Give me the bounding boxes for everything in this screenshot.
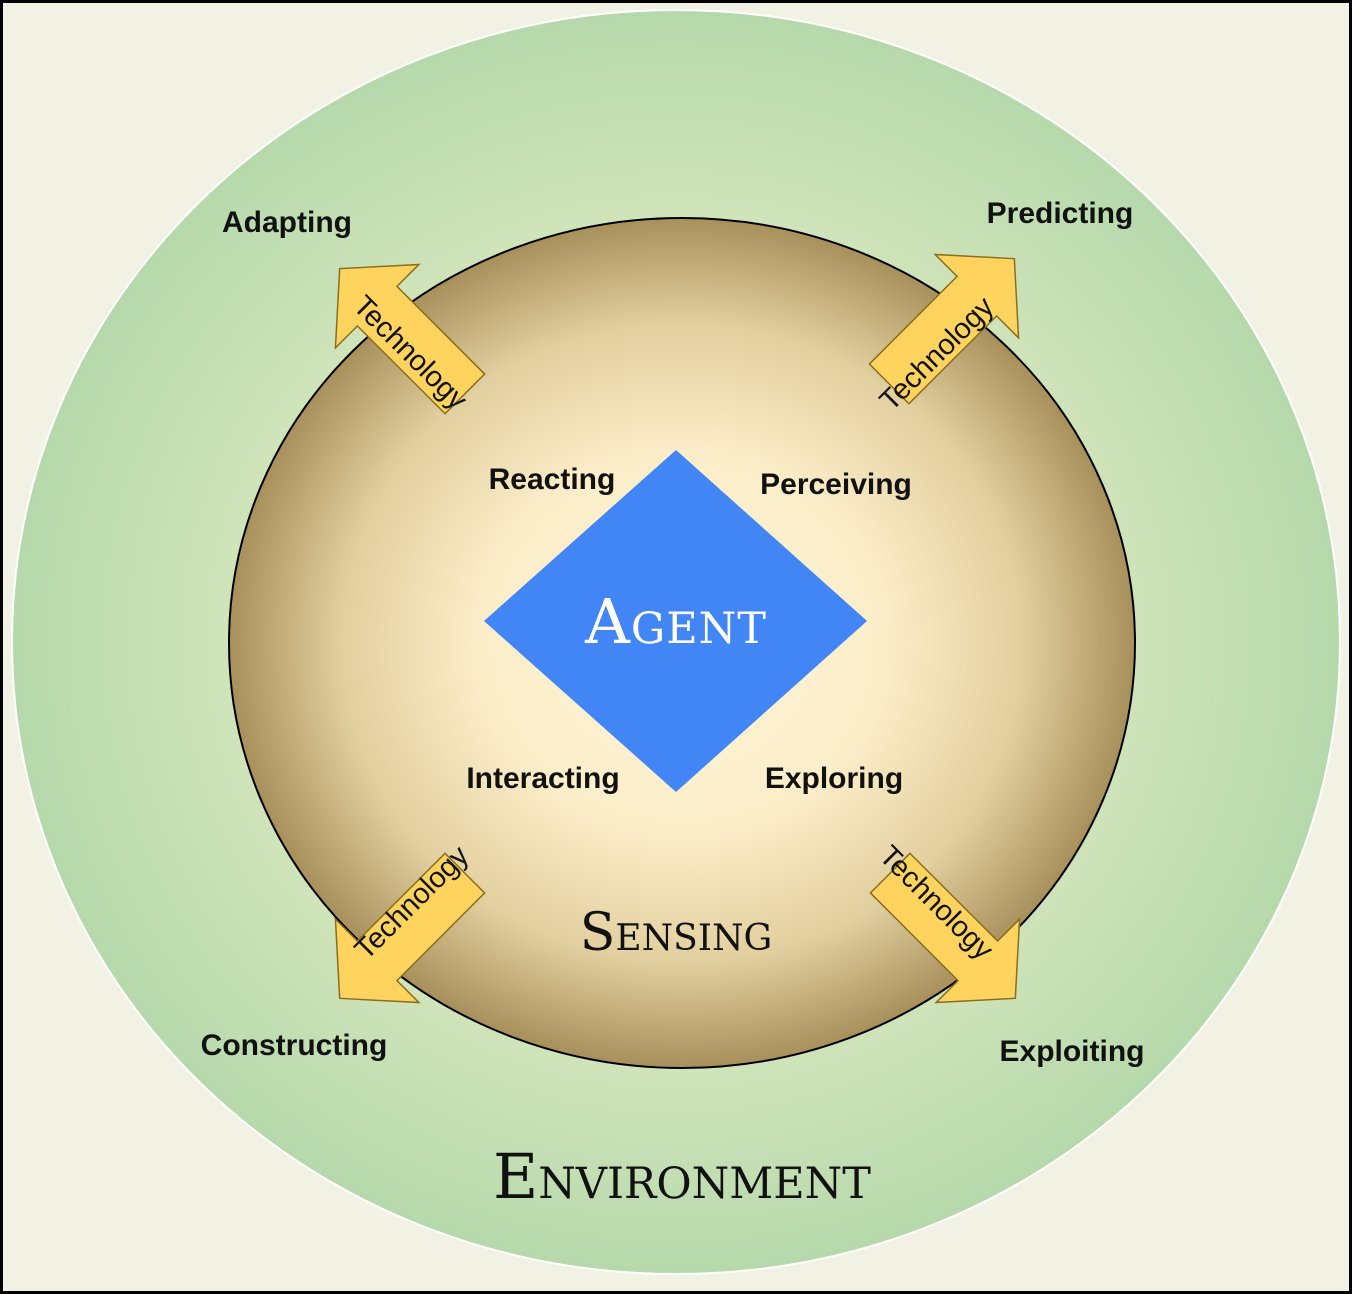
predicting-label: Predicting (987, 197, 1134, 230)
exploring-label: Exploring (765, 762, 903, 795)
adapting-label: Adapting (222, 206, 352, 239)
agent-diamond (484, 450, 867, 792)
exploiting-label: Exploiting (1000, 1035, 1145, 1068)
environment-label: Environment (493, 1140, 871, 1213)
sensing-label: Sensing (580, 903, 773, 963)
reacting-label: Reacting (489, 463, 616, 496)
perceiving-label: Perceiving (760, 468, 912, 501)
interacting-label: Interacting (466, 762, 619, 795)
constructing-label: Constructing (201, 1029, 388, 1062)
agent-label: Agent (584, 585, 767, 658)
